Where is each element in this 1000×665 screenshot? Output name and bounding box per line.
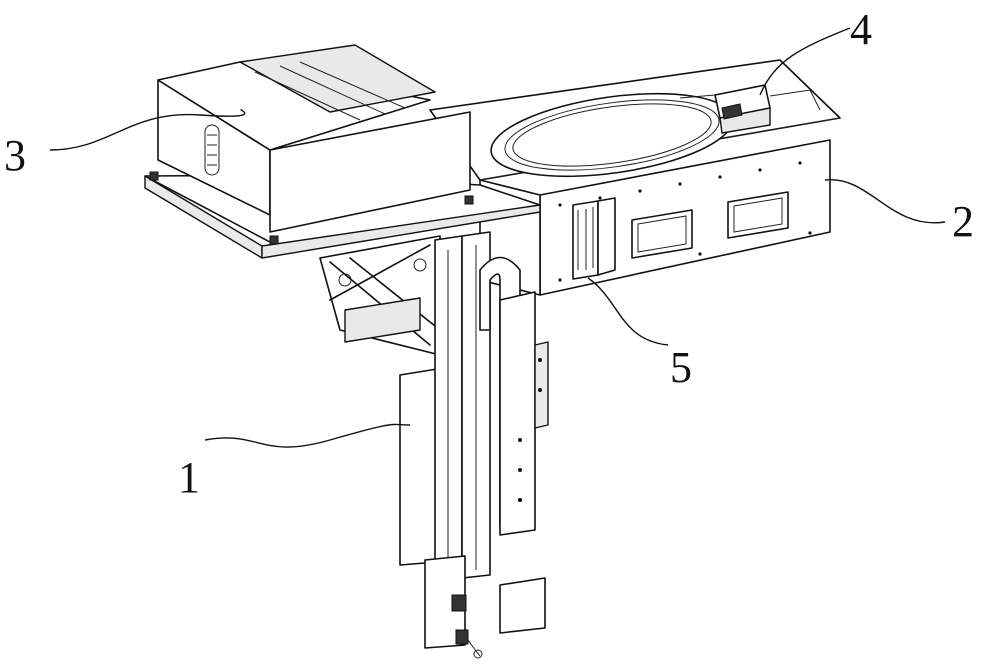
label-part-1: 1 [178,453,200,502]
sensor-unit [679,84,821,134]
leader-5 [587,277,669,346]
leader-4 [759,27,851,96]
support-truss [319,235,441,356]
box-top [157,61,431,151]
terminal-block [499,577,546,634]
part-labels: 1 2 3 4 5 [4,5,974,502]
leader-2 [824,179,946,224]
label-part-3: 3 [4,131,26,180]
wafer-chuck [490,92,734,178]
rivets [558,161,812,282]
label-part-5: 5 [670,343,692,392]
leader-lines [49,27,946,448]
leader-1 [204,423,411,448]
vertical-column [399,231,549,659]
motor-block [424,555,466,649]
label-part-2: 2 [952,197,974,246]
leader-3 [49,109,246,151]
window-right [727,191,789,239]
box-front [269,111,471,233]
label-part-4: 4 [850,5,872,54]
upper-platform [144,44,541,259]
connector-bracket [572,197,616,280]
vent-slots [204,124,220,176]
